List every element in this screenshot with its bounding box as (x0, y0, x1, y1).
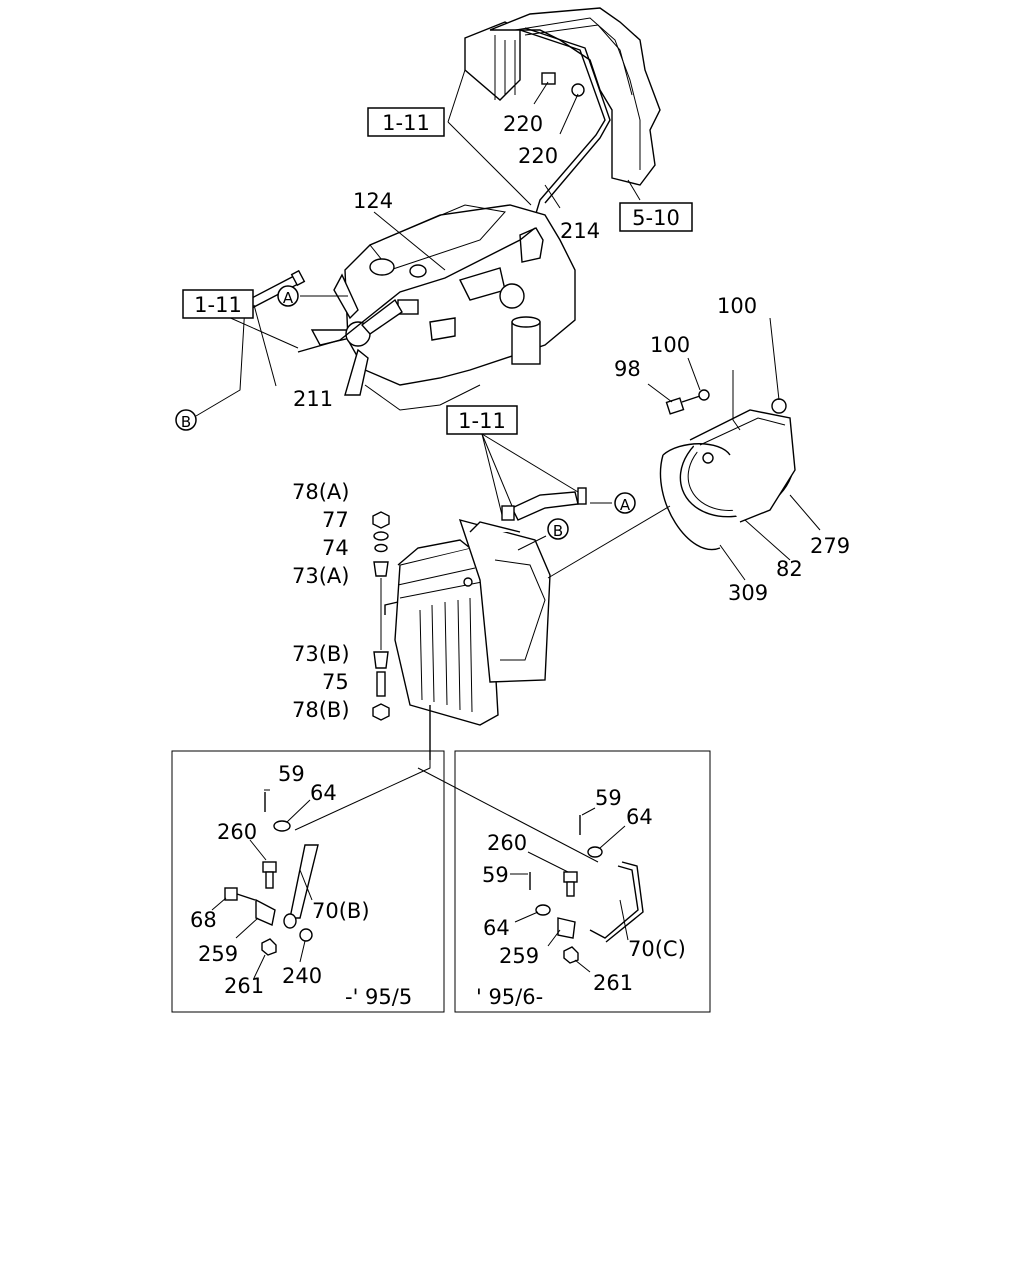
label-261-left: 261 (224, 974, 264, 998)
svg-text:5-10: 5-10 (632, 206, 680, 230)
ref-box-top-1-11[interactable]: 1-11 (367, 107, 445, 137)
label-75: 75 (322, 670, 349, 694)
label-309: 309 (728, 581, 768, 605)
fan-shroud-ring (659, 409, 796, 551)
label-78b: 78(B) (292, 698, 350, 722)
label-220-lower: 220 (518, 144, 558, 168)
marker-a-radiator: A (614, 492, 636, 514)
marker-a-engine: A (277, 285, 299, 307)
fender-bracket-drawing (464, 7, 661, 186)
label-59-left: 59 (278, 762, 305, 786)
label-279: 279 (810, 534, 850, 558)
svg-text:1-11: 1-11 (194, 293, 242, 317)
svg-text:B: B (553, 522, 563, 540)
label-70c: 70(C) (628, 937, 686, 961)
label-220-upper: 220 (503, 112, 543, 136)
detail-panels (171, 750, 711, 1013)
marker-b-radiator: B (547, 518, 569, 540)
label-68: 68 (190, 908, 217, 932)
label-100-lower: 100 (650, 333, 690, 357)
label-73a: 73(A) (292, 564, 349, 588)
label-260-right: 260 (487, 831, 527, 855)
svg-text:1-11: 1-11 (382, 111, 430, 135)
label-73b: 73(B) (292, 642, 350, 666)
panel-leaders (211, 789, 629, 979)
label-59-right-upper: 59 (595, 786, 622, 810)
label-70b: 70(B) (312, 899, 370, 923)
label-214: 214 (560, 219, 600, 243)
label-64-right-lower: 64 (483, 916, 510, 940)
radiator-hose (501, 487, 587, 521)
ref-box-mid-1-11[interactable]: 1-11 (446, 405, 518, 435)
screw-100 (771, 398, 787, 414)
label-211: 211 (293, 387, 333, 411)
label-64-right-upper: 64 (626, 805, 653, 829)
svg-text:B: B (181, 413, 191, 431)
cooling-fan-drawing (310, 273, 403, 396)
label-98: 98 (614, 357, 641, 381)
pipe-124 (297, 227, 536, 353)
svg-text:A: A (620, 496, 631, 514)
ref-box-5-10[interactable]: 5-10 (619, 202, 693, 232)
ref-box-left-1-11[interactable]: 1-11 (182, 289, 254, 319)
bolt-98 (665, 389, 710, 415)
label-100-upper: 100 (717, 294, 757, 318)
label-59-right-lower: 59 (482, 863, 509, 887)
left-panel-period: -' 95/5 (345, 985, 412, 1009)
label-261-right: 261 (593, 971, 633, 995)
left-panel-parts (224, 792, 319, 956)
radiator-mounting-parts (372, 511, 390, 721)
svg-text:1-11: 1-11 (458, 409, 506, 433)
label-240: 240 (282, 964, 322, 988)
right-panel-parts (529, 815, 644, 964)
label-259-right: 259 (499, 944, 539, 968)
marker-b-hose: B (175, 409, 197, 431)
label-74: 74 (322, 536, 349, 560)
svg-text:A: A (283, 289, 294, 307)
engine-drawing (344, 204, 576, 411)
radiator-drawing (384, 518, 551, 760)
label-260-left: 260 (217, 820, 257, 844)
label-124: 124 (353, 189, 393, 213)
label-78a: 78(A) (292, 480, 349, 504)
label-82: 82 (776, 557, 803, 581)
right-panel-period: ' 95/6- (476, 985, 543, 1009)
label-259-left: 259 (198, 942, 238, 966)
label-77: 77 (322, 508, 349, 532)
label-64-left: 64 (310, 781, 337, 805)
